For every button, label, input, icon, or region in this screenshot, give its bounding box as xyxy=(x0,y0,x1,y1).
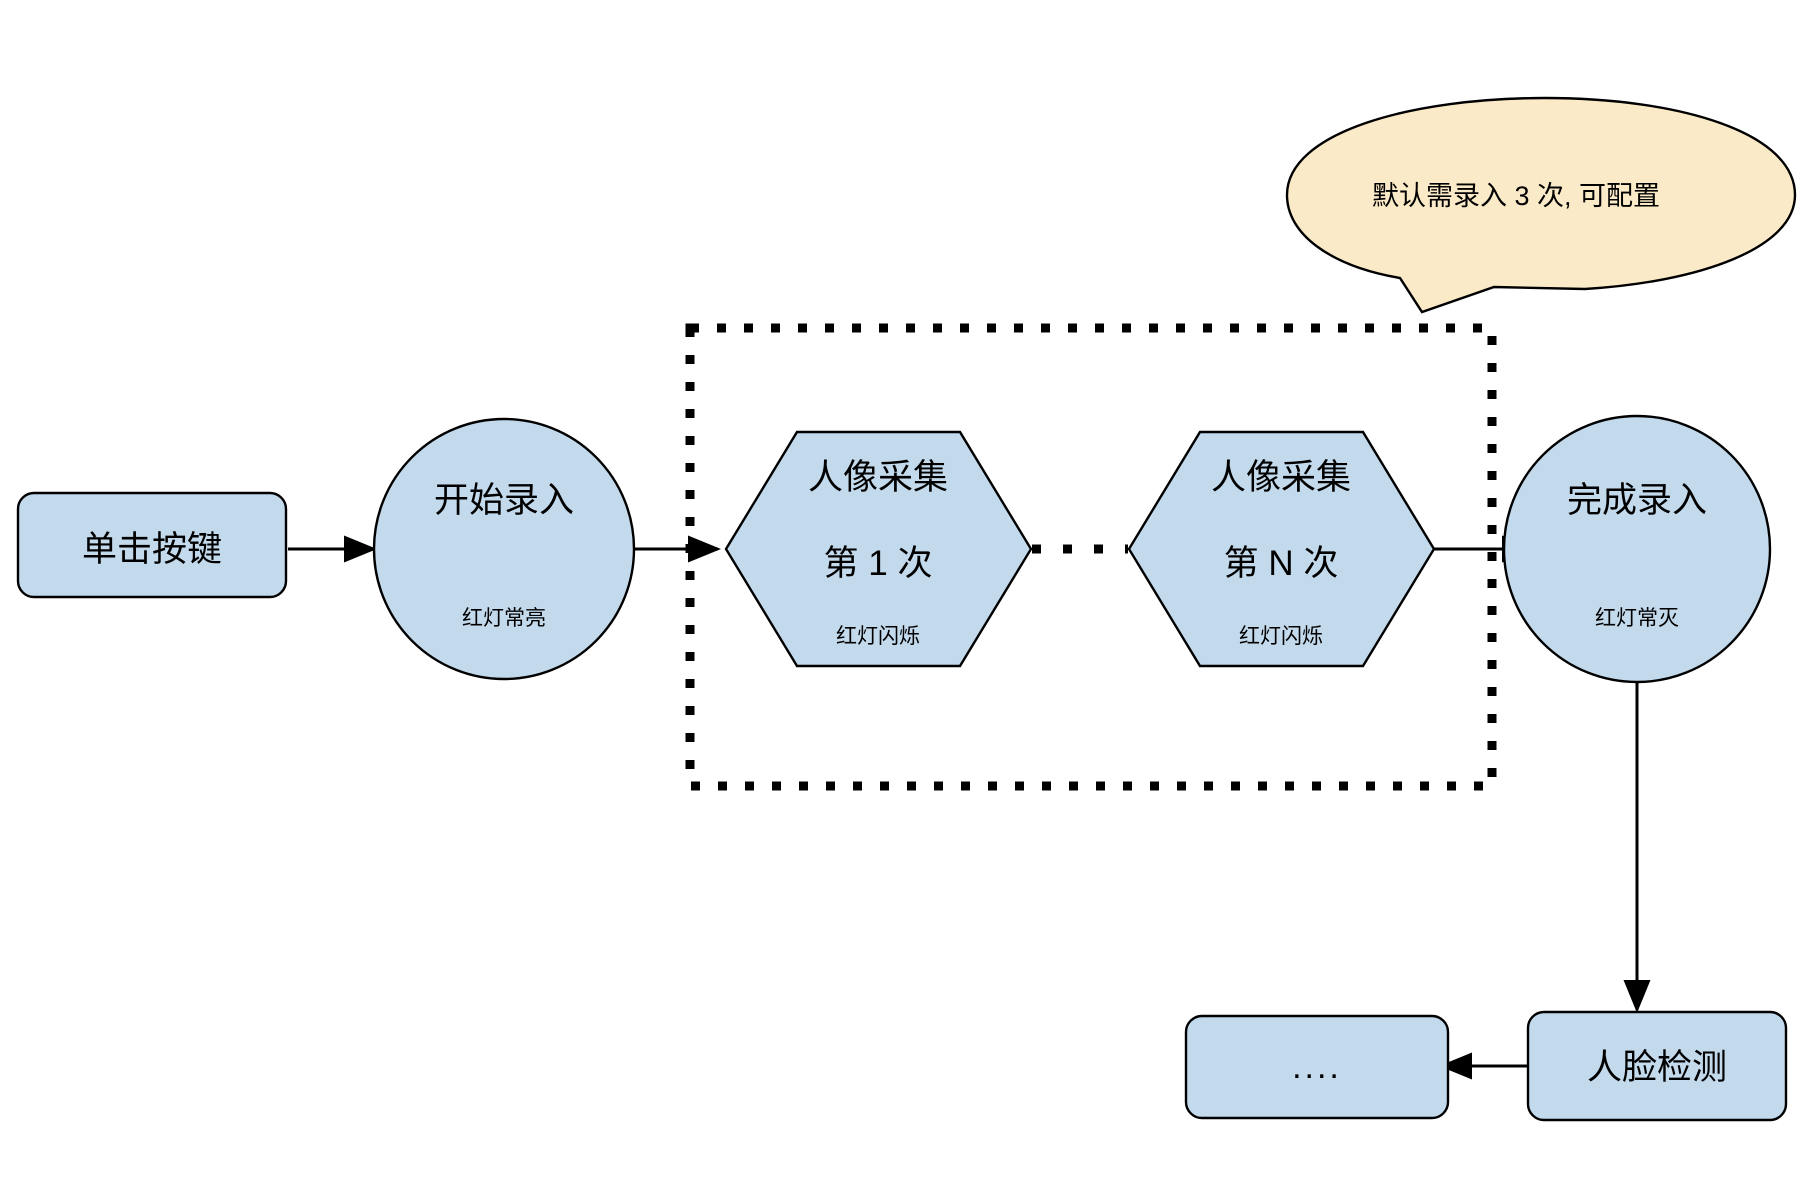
node-more-steps-shape[interactable] xyxy=(1184,1014,1450,1120)
node-capture-first[interactable]: 人像采集 第 1 次 红灯闪烁 xyxy=(724,430,1033,668)
callout-text: 默认需录入 3 次, 可配置 xyxy=(1372,181,1660,211)
node-face-detect-label: 人脸检测 xyxy=(1587,1048,1727,1087)
node-finish-enroll-label: 完成录入 xyxy=(1567,481,1707,520)
node-face-detect-shape[interactable] xyxy=(1526,1010,1788,1122)
node-more-steps-label: .... xyxy=(1292,1048,1342,1086)
node-more-steps[interactable]: .... xyxy=(1184,1014,1450,1120)
node-finish-enroll[interactable]: 完成录入 红灯常灭 xyxy=(1502,414,1772,684)
node-capture-first-shape[interactable] xyxy=(724,430,1033,668)
node-capture-nth-shape[interactable] xyxy=(1127,430,1436,668)
node-finish-enroll-sublabel: 红灯常灭 xyxy=(1595,607,1679,630)
callout-balloon-shape[interactable] xyxy=(1285,96,1797,314)
node-capture-first-sublabel: 红灯闪烁 xyxy=(836,625,920,648)
node-capture-nth-sublabel: 红灯闪烁 xyxy=(1239,625,1323,648)
node-start-enroll-sublabel: 红灯常亮 xyxy=(462,607,546,630)
node-start-enroll-label: 开始录入 xyxy=(434,481,574,520)
callout-default-enroll-count[interactable]: 默认需录入 3 次, 可配置 xyxy=(1285,96,1797,314)
node-capture-nth-label-line2: 第 N 次 xyxy=(1224,544,1339,583)
node-capture-first-label-line1: 人像采集 xyxy=(808,458,948,497)
node-press-key-label: 单击按键 xyxy=(82,530,222,569)
node-press-key-shape[interactable] xyxy=(16,491,288,599)
node-start-enroll-shape[interactable] xyxy=(372,417,636,681)
node-press-key[interactable]: 单击按键 xyxy=(16,491,288,599)
node-finish-enroll-shape[interactable] xyxy=(1502,414,1772,684)
node-capture-first-label-line2: 第 1 次 xyxy=(824,544,933,583)
node-start-enroll[interactable]: 开始录入 红灯常亮 xyxy=(372,417,636,681)
node-face-detect[interactable]: 人脸检测 xyxy=(1526,1010,1788,1122)
capture-loop-group xyxy=(685,323,1497,791)
node-capture-nth[interactable]: 人像采集 第 N 次 红灯闪烁 xyxy=(1127,430,1436,668)
node-capture-nth-label-line1: 人像采集 xyxy=(1211,458,1351,497)
